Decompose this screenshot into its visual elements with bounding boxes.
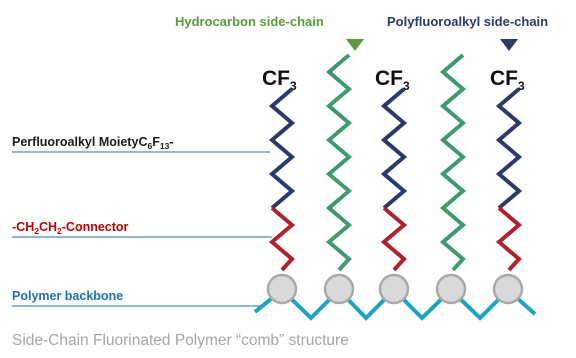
backbone-bead-1 — [266, 273, 298, 305]
cf3-cap-1: CF3 — [262, 67, 297, 93]
backbone-bead-2 — [323, 273, 355, 305]
cf3-cap-3: CF3 — [490, 67, 525, 93]
backbone-bead-3 — [378, 273, 410, 305]
chain-3-connector-segment — [380, 206, 408, 272]
chain-1-fluoro-segment — [268, 87, 296, 210]
polymer-backbone-label: Polymer backbone — [12, 289, 123, 303]
chain-2-hydrocarbon — [325, 53, 353, 272]
connector-label: -CH2CH2-Connector — [12, 220, 129, 236]
chain-5-fluoro-segment — [495, 87, 523, 210]
backbone-bead-5 — [492, 273, 524, 305]
hydrocarbon-marker-arrow — [346, 39, 364, 51]
chain-4-hydrocarbon — [439, 53, 467, 272]
chain-5-connector-segment — [495, 206, 523, 272]
backbone-bead-4 — [435, 273, 467, 305]
polyfluoroalkyl-side-chain-label: Polyfluoroalkyl side-chain — [387, 14, 548, 29]
diagram-caption: Side-Chain Fluorinated Polymer “comb” st… — [12, 332, 349, 349]
perfluoroalkyl-moiety-label: Perfluoroalkyl MoietyC6F13- — [12, 135, 173, 151]
chain-3-fluoro-segment — [380, 87, 408, 210]
hydrocarbon-side-chain-label: Hydrocarbon side-chain — [175, 14, 324, 29]
cf3-cap-2: CF3 — [375, 67, 410, 93]
chain-1-connector-segment — [268, 206, 296, 272]
polyfluoroalkyl-marker-arrow — [500, 39, 518, 51]
